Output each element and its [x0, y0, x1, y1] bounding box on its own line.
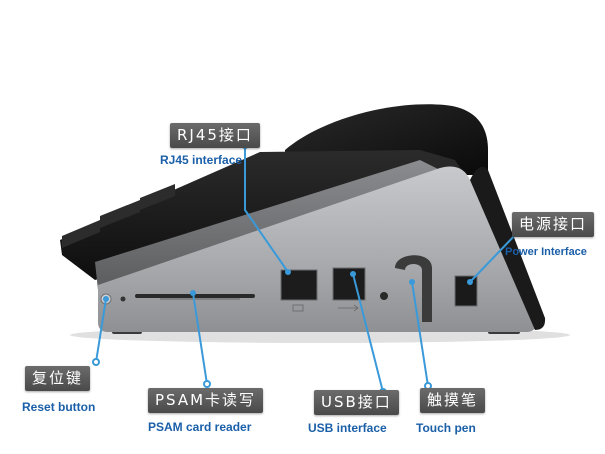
psam-caption: PSAM card reader — [148, 420, 252, 434]
reset-caption: Reset button — [22, 400, 96, 414]
rj45-caption: RJ45 interface — [160, 153, 243, 167]
power-caption: Power Interface — [505, 246, 587, 258]
rj45-label: RJ45接口 — [170, 123, 260, 148]
pen-caption: Touch pen — [416, 421, 476, 435]
network-icon — [292, 304, 304, 312]
key-ridge — [140, 184, 175, 210]
usb-label: USB接口 — [314, 390, 399, 415]
reset-label: 复位键 — [25, 366, 91, 391]
reset-led — [120, 296, 126, 302]
key-ridge — [100, 200, 140, 228]
usb-port — [332, 267, 366, 301]
power-label: 电源接口 — [512, 212, 595, 237]
rj45-port — [280, 269, 318, 301]
psam-label: PSAM卡读写 — [148, 388, 264, 413]
device-back-edge — [470, 166, 546, 330]
psam-slot-lip — [160, 298, 240, 300]
power-port — [454, 275, 478, 307]
screw-hole — [380, 292, 388, 300]
usb-icon — [338, 304, 359, 312]
usb-caption: USB interface — [308, 421, 387, 435]
psam-slot — [135, 294, 255, 298]
touch-pen-holder — [395, 255, 432, 322]
pen-label: 触摸笔 — [420, 388, 486, 413]
anchor-dots — [103, 269, 473, 302]
key-ridge — [62, 220, 100, 248]
leader-lines — [95, 145, 519, 393]
